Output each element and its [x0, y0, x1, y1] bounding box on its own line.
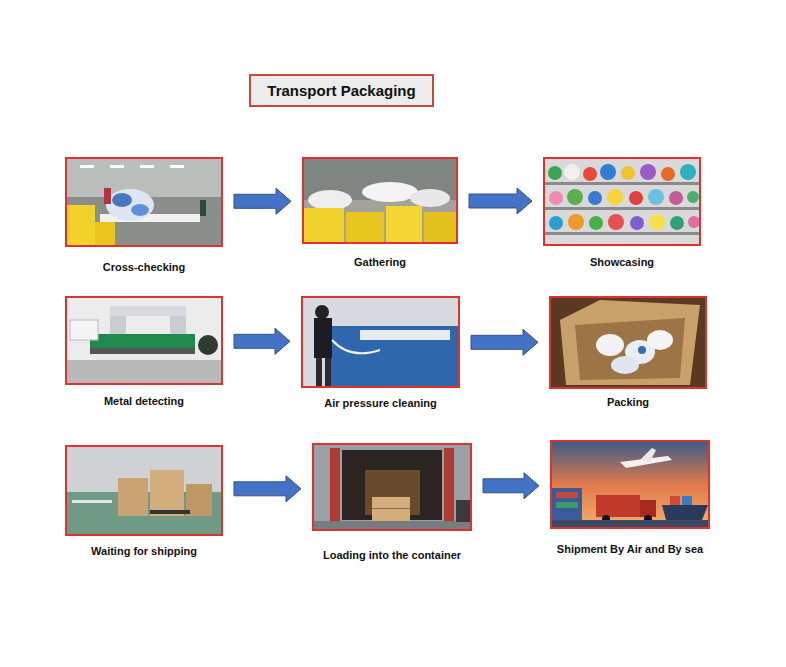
step-caption: Packing	[607, 395, 649, 409]
photo-frame: Cross-checking	[65, 157, 223, 247]
photo-frame: Packing	[549, 296, 707, 389]
carton-packing-photo	[549, 296, 707, 389]
container-loading-photo	[312, 443, 472, 531]
air-cleaning-photo	[301, 296, 460, 388]
block-arrow	[483, 473, 539, 499]
plush-shelves-photo	[543, 157, 701, 246]
step-caption: Cross-checking	[103, 260, 186, 274]
photo-frame: Waiting for shipping	[65, 445, 223, 536]
warehouse-cartons-photo	[65, 445, 223, 536]
block-arrow	[469, 188, 532, 214]
metal-detector-photo	[65, 296, 223, 385]
warehouse-bags-photo	[302, 157, 458, 244]
step-caption: Loading into the container	[323, 548, 461, 562]
shipment-photo	[550, 440, 710, 529]
step-caption: Waiting for shipping	[91, 544, 197, 558]
step-caption: Shipment By Air and By sea	[557, 542, 703, 556]
step-caption: Showcasing	[590, 255, 654, 269]
photo-frame: Air pressure cleaning	[301, 296, 460, 388]
photo-frame: Metal detecting	[65, 296, 223, 385]
photo-frame: Loading into the container	[312, 443, 472, 531]
factory-photo	[65, 157, 223, 247]
step-caption: Gathering	[354, 255, 406, 269]
title-box: Transport Packaging	[249, 74, 434, 107]
block-arrow	[234, 188, 291, 214]
block-arrow	[471, 329, 538, 355]
step-caption: Metal detecting	[104, 394, 184, 408]
photo-frame: Gathering	[302, 157, 458, 244]
photo-frame: Showcasing	[543, 157, 701, 246]
block-arrow	[234, 476, 301, 502]
photo-frame: Shipment By Air and By sea	[550, 440, 710, 529]
step-caption: Air pressure cleaning	[324, 396, 437, 410]
block-arrow	[234, 328, 290, 354]
